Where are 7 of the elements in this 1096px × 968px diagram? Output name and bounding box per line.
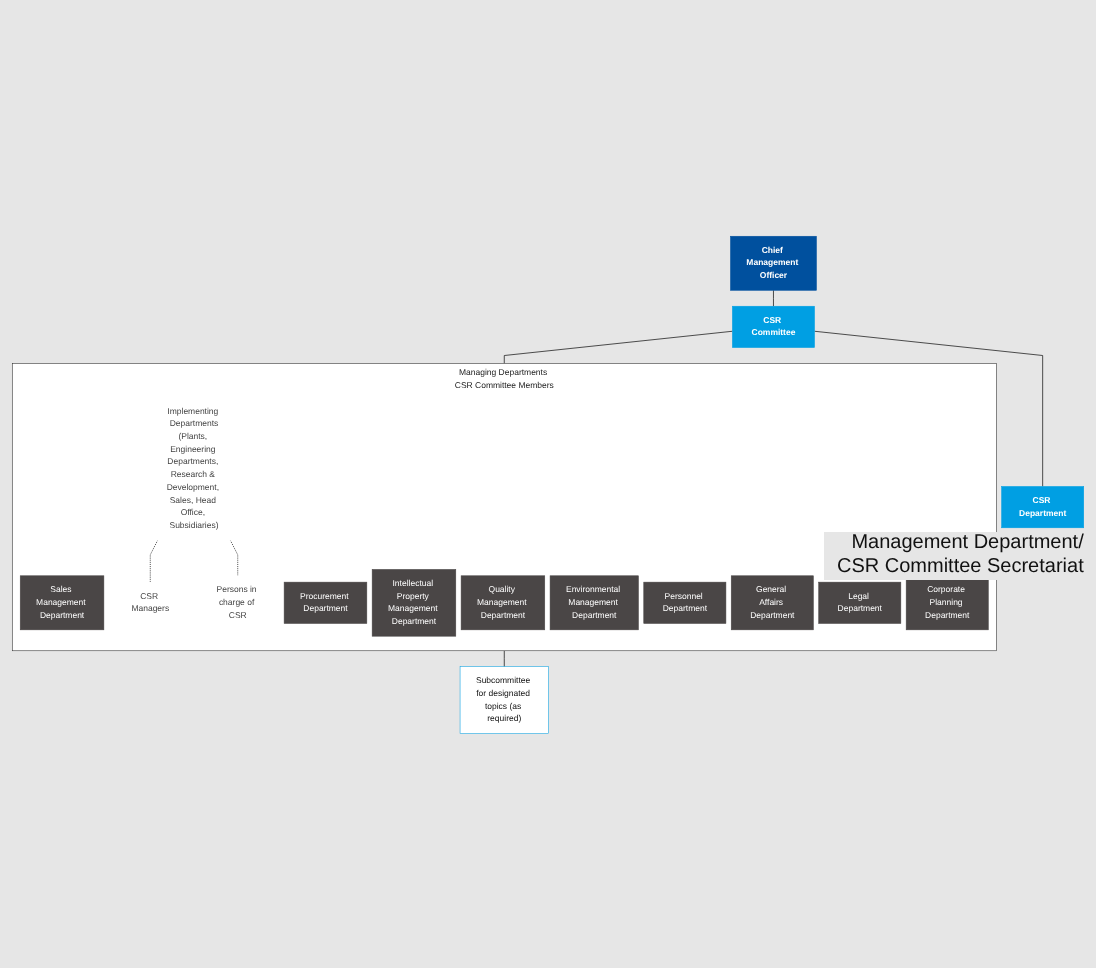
node-caption: Management Department/ CSR Committee Secretariat	[823, 532, 1084, 581]
connector	[503, 330, 733, 363]
connector	[773, 289, 774, 306]
connector	[149, 539, 159, 582]
connector	[814, 330, 1044, 486]
connector	[229, 539, 239, 576]
connector	[503, 649, 505, 667]
